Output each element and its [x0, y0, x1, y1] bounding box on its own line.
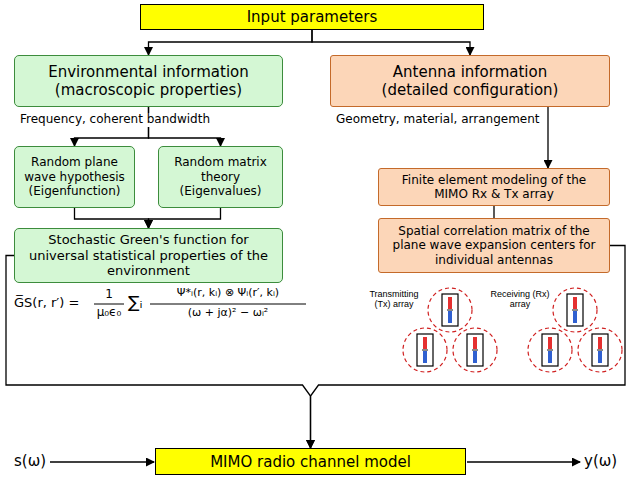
process-box: Random plane wave hypothesis (Eigenfunct… [14, 146, 135, 208]
formula-term: 1 [92, 288, 126, 302]
edge-note: Frequency, coherent bandwidth [18, 113, 212, 127]
process-box: Spatial correlation matrix of the plane … [378, 218, 610, 273]
process-box: Stochastic Green's function for universa… [14, 228, 283, 283]
formula-term: μ₀ϵ₀ [90, 306, 128, 320]
fraction-bar [150, 304, 306, 305]
box-title: Stochastic Green's function for universa… [20, 232, 277, 279]
formula-term: ∑ᵢ [128, 293, 143, 313]
array-label: Receiving (Rx) array [490, 289, 550, 310]
connector [547, 107, 548, 168]
box-title: Spatial correlation matrix of the plane … [384, 224, 604, 267]
signal-name: s(ω) [14, 453, 46, 470]
box-subtitle: (macroscopic properties) [55, 81, 242, 99]
box-title: Finite element modeling of the MIMO Rx &… [384, 173, 604, 202]
formula-term: G̅S(r, r′) = [14, 296, 79, 311]
process-box: Finite element modeling of the MIMO Rx &… [378, 168, 610, 206]
fraction-bar [94, 304, 124, 305]
connector [493, 206, 494, 218]
connector [311, 246, 626, 449]
array-label: Transmitting (Tx) array [362, 289, 426, 310]
input-arrow [50, 461, 154, 462]
input-box: Input parameters [140, 4, 484, 30]
connector [75, 208, 149, 228]
formula-term: Ψ*ᵢ(r, kᵢ) ⊗ Ψᵢ(r′, kᵢ) [146, 287, 310, 300]
box-title: Random matrix theory (Eigenvalues) [164, 155, 277, 198]
box-subtitle: (detailed configuration) [382, 81, 559, 99]
box-title: Input parameters [247, 8, 378, 26]
box-title: Random plane wave hypothesis (Eigenfunct… [20, 155, 129, 198]
box-title: MIMO radio channel model [210, 453, 411, 471]
output-arrow [467, 461, 580, 462]
process-box: Random matrix theory (Eigenvalues) [158, 146, 283, 208]
box-title: Environmental information [48, 63, 248, 81]
connector [149, 30, 313, 55]
edge-note: Geometry, material, arrangement [334, 113, 542, 127]
connector [312, 30, 470, 55]
output-box: MIMO radio channel model [155, 448, 466, 475]
environment-box: Environmental information(macroscopic pr… [14, 55, 283, 107]
rx-array [528, 288, 622, 372]
signal-name: y(ω) [584, 453, 617, 470]
formula-term: (ω + jα)² − ωᵢ² [146, 307, 310, 320]
antenna-box: Antenna information(detailed configurati… [330, 55, 610, 107]
connector [149, 208, 221, 228]
tx-array [403, 288, 497, 372]
box-title: Antenna information [393, 63, 547, 81]
connector [6, 256, 311, 449]
